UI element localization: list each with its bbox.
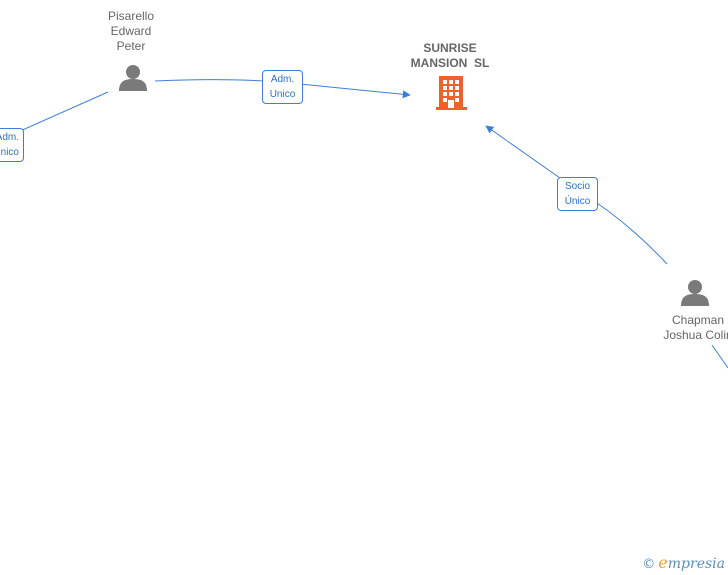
edge-label-line1: Socio [564, 181, 590, 192]
person-icon[interactable] [681, 280, 709, 306]
copyright-icon: © [642, 557, 656, 572]
person-name-line1: Pisarello [107, 9, 155, 23]
brand-initial: e [658, 553, 668, 572]
company-name[interactable]: SUNRISE MANSION SL [400, 41, 500, 71]
company-name-line2: MANSION SL [410, 56, 490, 70]
brand-logo: ©empresia [642, 553, 725, 572]
edge-label-socio-unico[interactable]: Socio Único [557, 177, 598, 211]
person-name-line1: Chapman [671, 313, 725, 327]
edge-label-line2: Unico [269, 89, 296, 100]
edge-label-line1: Adm. [270, 74, 295, 85]
company-name-line1: SUNRISE [423, 41, 477, 55]
person-icon[interactable] [119, 65, 147, 91]
edge-label-line1: Adm. [0, 132, 19, 143]
person-name[interactable]: Pisarello Edward Peter [91, 9, 171, 54]
brand-name: mpresia [667, 556, 725, 572]
edge-chapman-offscreen [711, 344, 728, 369]
edge-label-adm-unico[interactable]: Adm. Unico [262, 70, 303, 104]
edge-label-line2: Unico [0, 147, 19, 158]
building-icon[interactable] [436, 76, 467, 110]
person-name-line3: Peter [116, 39, 146, 53]
person-name-line2: Joshua Colin [663, 328, 728, 342]
person-name[interactable]: Chapman Joshua Colin [653, 313, 728, 343]
edge-label-adm-unico-offscreen[interactable]: Adm. Unico [0, 128, 24, 162]
person-name-line2: Edward [110, 24, 152, 38]
edge-label-line2: Único [564, 196, 591, 207]
